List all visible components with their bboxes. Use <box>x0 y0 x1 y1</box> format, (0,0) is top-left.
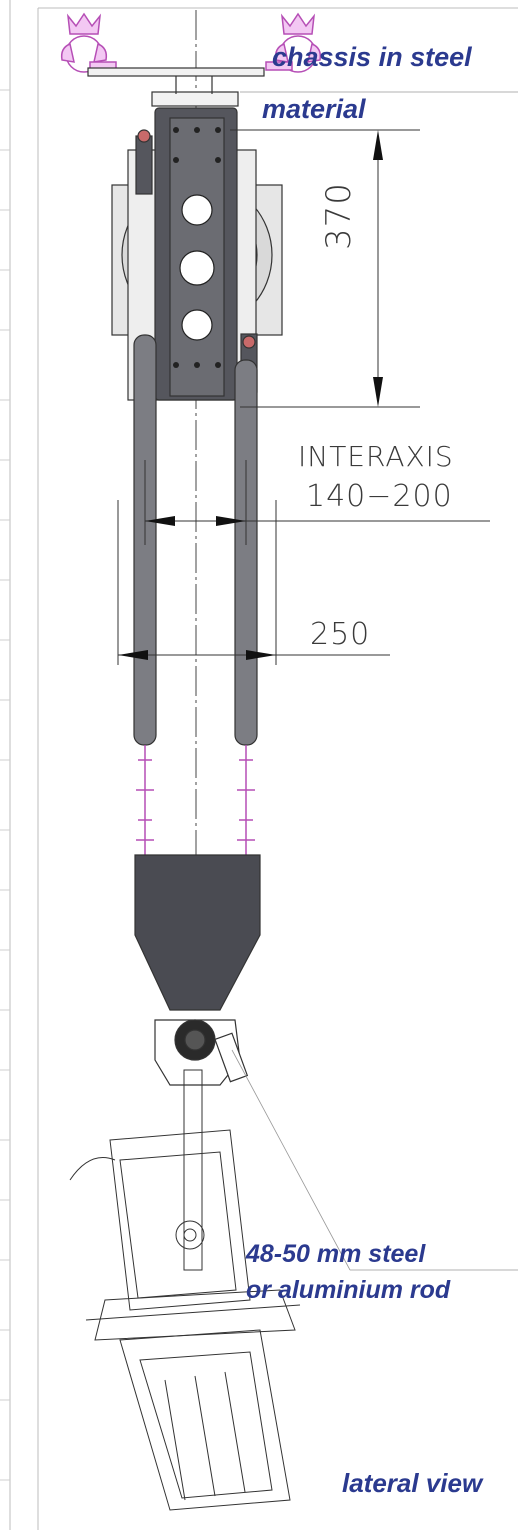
interaxis-value: 140−200 <box>306 479 453 514</box>
clamp-right <box>265 12 322 73</box>
chassis-label-line1: chassis in steel <box>272 42 472 72</box>
width-dimension-value: 250 <box>310 617 371 652</box>
dimension-lines <box>117 129 490 665</box>
mount-plate <box>87 67 265 107</box>
fixture-outline <box>69 1069 301 1511</box>
rod-label-line1: 48-50 mm steel <box>246 1240 426 1268</box>
rod-label-line2: or aluminium rod <box>246 1276 451 1304</box>
chassis <box>111 107 283 401</box>
clamp-left <box>60 12 117 73</box>
chassis-label-line2: material <box>262 94 366 124</box>
leader-lines <box>231 91 518 1271</box>
lower-yoke <box>134 854 261 1086</box>
height-dimension-value: 370 <box>319 182 359 250</box>
interaxis-title: INTERAXIS <box>298 440 454 473</box>
view-label: lateral view <box>342 1468 483 1498</box>
